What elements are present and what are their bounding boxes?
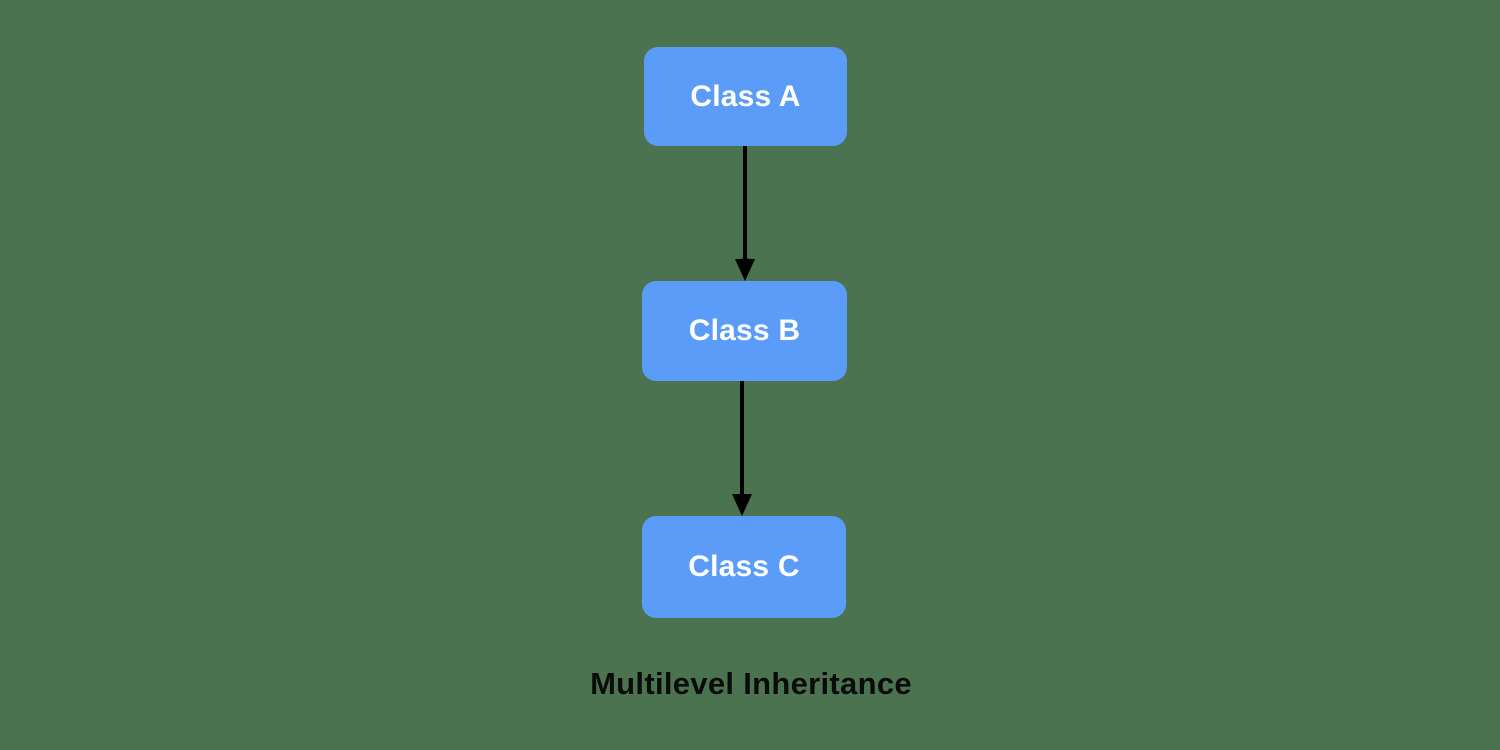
edge-class-b-to-class-c (732, 381, 752, 516)
node-class-a-label: Class A (690, 79, 801, 113)
node-class-b-label: Class B (688, 314, 801, 347)
node-class-c-label: Class C (688, 550, 800, 583)
node-class-c[interactable]: Class C (642, 516, 846, 618)
diagram-caption: Multilevel Inheritance (0, 665, 1500, 702)
node-class-a[interactable]: Class A (644, 47, 847, 146)
node-class-b[interactable]: Class B (642, 281, 847, 381)
diagram-caption-text: Multilevel Inheritance (590, 666, 912, 701)
edge-class-a-to-class-b (735, 146, 755, 281)
